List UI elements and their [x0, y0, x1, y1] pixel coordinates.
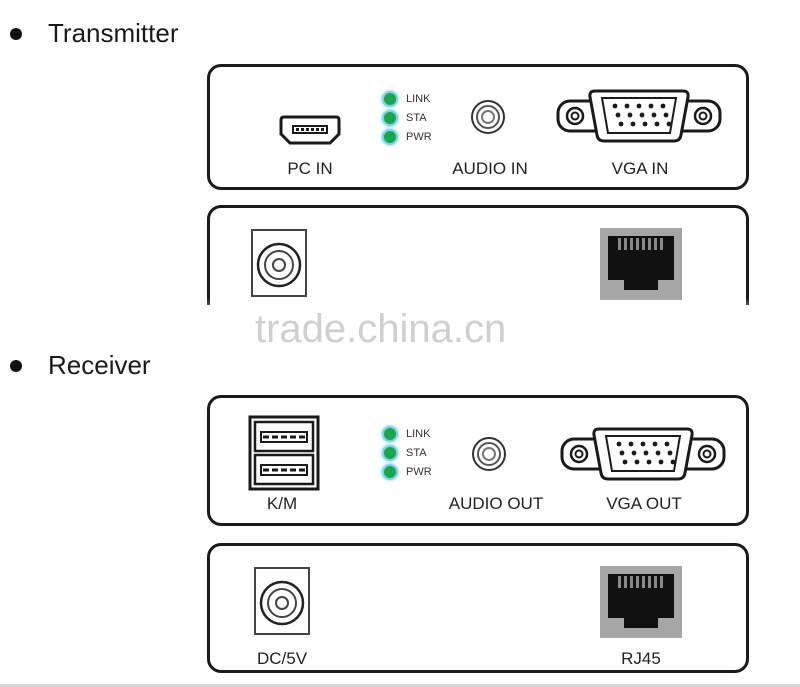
rj45-port-icon [600, 566, 682, 638]
receiver-back-panel: DC/5V RJ45 [207, 543, 749, 673]
usb-a-port-icon [248, 415, 320, 491]
pc-in-label: PC IN [287, 159, 333, 178]
led-link: LINK [382, 424, 432, 443]
transmitter-front-panel: PC IN LINK STA PWR AUDIO IN VGA IN [207, 64, 749, 190]
vga-in-label: VGA IN [611, 159, 669, 178]
watermark: trade.china.cn [255, 307, 507, 351]
led-link: LINK [382, 89, 432, 108]
bullet-icon [10, 359, 22, 372]
dc-power-jack-icon [251, 229, 307, 297]
dc-5v-label: DC/5V [256, 649, 308, 668]
audio-jack-icon [471, 100, 505, 134]
led-sta: STA [382, 443, 432, 462]
bottom-border [0, 684, 800, 687]
mini-usb-port-icon [279, 115, 341, 145]
led-indicator-icon [382, 90, 398, 107]
audio-in-label: AUDIO IN [452, 159, 528, 178]
led-indicator-icon [382, 425, 398, 442]
receiver-title: Receiver [48, 350, 151, 380]
km-label: K/M [266, 494, 298, 513]
audio-jack-icon [472, 437, 506, 471]
led-indicator-icon [382, 128, 398, 145]
transmitter-title: Transmitter [48, 18, 179, 48]
led-pwr: PWR [382, 462, 432, 481]
led-indicator-icon [382, 109, 398, 126]
fade-overlay [195, 298, 765, 328]
bullet-icon [10, 27, 22, 40]
receiver-led-group: LINK STA PWR [382, 424, 432, 481]
led-indicator-icon [382, 463, 398, 480]
dc-power-jack-icon [254, 567, 310, 635]
transmitter-back-panel [207, 205, 749, 305]
rj45-port-icon [600, 228, 682, 300]
audio-out-label: AUDIO OUT [448, 494, 544, 513]
receiver-heading: Receiver [10, 350, 151, 381]
led-pwr: PWR [382, 127, 432, 146]
vga-out-label: VGA OUT [606, 494, 682, 513]
transmitter-heading: Transmitter [10, 18, 179, 49]
vga-port-icon [556, 89, 722, 143]
led-indicator-icon [382, 444, 398, 461]
vga-port-icon [560, 427, 726, 481]
receiver-front-panel: K/M LINK STA PWR AUDIO OUT VGA OUT [207, 395, 749, 526]
led-sta: STA [382, 108, 432, 127]
rj45-label: RJ45 [621, 649, 661, 668]
transmitter-led-group: LINK STA PWR [382, 89, 432, 146]
